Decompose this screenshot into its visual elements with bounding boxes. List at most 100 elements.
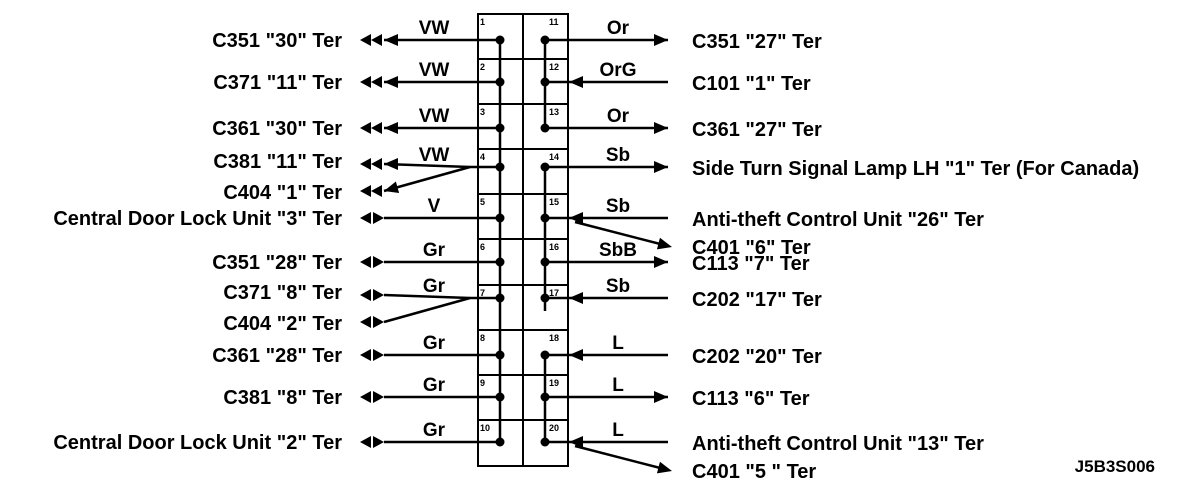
female-terminal-icon <box>373 212 384 224</box>
wire-arrow <box>656 461 672 474</box>
male-terminal-icon <box>360 158 371 170</box>
male-terminal-icon <box>371 158 382 170</box>
terminal-label: C202 "20" Ter <box>692 346 822 368</box>
wire-arrow <box>384 34 398 46</box>
wire-color-label: VW <box>419 18 450 39</box>
pin-number: 11 <box>549 17 559 27</box>
wire-color-label: Gr <box>423 333 446 354</box>
figure-code: J5B3S006 <box>1075 457 1155 476</box>
terminal-label: C202 "17" Ter <box>692 289 822 311</box>
wire-arrow <box>654 34 668 46</box>
wire-color-label: VW <box>419 60 450 81</box>
female-terminal-icon <box>360 316 371 328</box>
terminal-label: C371 "8" Ter <box>223 282 342 304</box>
wire-color-label: Sb <box>606 276 630 297</box>
wire-color-label: Gr <box>423 375 446 396</box>
pin-number: 3 <box>480 107 485 117</box>
terminal-label: C351 "30" Ter <box>212 30 342 52</box>
terminal-label: C351 "27" Ter <box>692 31 822 53</box>
pin-number: 6 <box>480 242 485 252</box>
wire-arrow <box>569 76 583 88</box>
pin-number: 16 <box>549 242 559 252</box>
wire-arrow <box>654 256 668 268</box>
wire-arrow <box>384 122 398 134</box>
wire-color-label: VW <box>419 145 450 166</box>
terminal-label: C401 "5 " Ter <box>692 461 816 483</box>
wire-color-label: Gr <box>423 420 446 441</box>
terminal-label: C113 "7" Ter <box>692 253 810 275</box>
female-terminal-icon <box>360 391 371 403</box>
wire-color-label: OrG <box>600 60 637 81</box>
terminal-label: C381 "11" Ter <box>213 151 342 173</box>
terminal-label: C361 "28" Ter <box>212 345 342 367</box>
wire-arrow <box>384 181 400 194</box>
pin-number: 2 <box>480 62 485 72</box>
wire-color-label: Or <box>607 106 630 127</box>
female-terminal-icon <box>360 289 371 301</box>
terminal-label: C101 "1" Ter <box>692 73 811 95</box>
wire-arrow <box>654 122 668 134</box>
female-terminal-icon <box>373 349 384 361</box>
wire-branch-line <box>574 220 669 248</box>
pin-number: 14 <box>549 152 559 162</box>
wire-color-label: L <box>612 375 624 396</box>
male-terminal-icon <box>360 122 371 134</box>
pin-number: 12 <box>549 62 559 72</box>
wire-color-label: L <box>612 333 624 354</box>
male-terminal-icon <box>360 34 371 46</box>
pin-number: 10 <box>480 423 490 433</box>
wire-color-label: Sb <box>606 196 630 217</box>
pin-number: 17 <box>549 288 559 298</box>
pin-number: 19 <box>549 378 559 388</box>
pin-number: 13 <box>549 107 559 117</box>
terminal-label: Side Turn Signal Lamp LH "1" Ter (For Ca… <box>692 158 1139 180</box>
male-terminal-icon <box>371 122 382 134</box>
wire-line <box>383 293 471 300</box>
wire-branch-line <box>383 296 471 324</box>
connector-block <box>477 13 569 467</box>
terminal-label: C404 "2" Ter <box>223 313 342 335</box>
pin-number: 1 <box>480 17 485 27</box>
wire-arrow <box>654 161 668 173</box>
terminal-label: C361 "27" Ter <box>692 119 822 141</box>
wire-arrow <box>569 436 583 448</box>
terminal-label: Anti-theft Control Unit "13" Ter <box>692 433 984 455</box>
male-terminal-icon <box>371 34 382 46</box>
wire-line <box>383 162 471 169</box>
pin-number: 9 <box>480 378 485 388</box>
wire-branch-line <box>383 165 471 193</box>
wire-color-label: Or <box>607 18 630 39</box>
wire-color-label: L <box>612 420 624 441</box>
female-terminal-icon <box>360 349 371 361</box>
wire-color-label: SbB <box>599 240 637 261</box>
female-terminal-icon <box>373 316 384 328</box>
male-terminal-icon <box>360 185 371 197</box>
wire-arrow <box>654 391 668 403</box>
terminal-label: C113 "6" Ter <box>692 388 810 410</box>
wire-color-label: Gr <box>423 276 446 297</box>
pin-number: 8 <box>480 333 485 343</box>
female-terminal-icon <box>373 256 384 268</box>
wire-color-label: Gr <box>423 240 446 261</box>
pin-number: 7 <box>480 288 485 298</box>
wire-arrow <box>384 76 398 88</box>
terminal-label: Central Door Lock Unit "3" Ter <box>53 208 342 230</box>
terminal-label: C361 "30" Ter <box>212 118 342 140</box>
male-terminal-icon <box>360 76 371 88</box>
pin-number: 4 <box>480 152 485 162</box>
male-terminal-icon <box>371 185 382 197</box>
pin-number: 5 <box>480 197 485 207</box>
wire-branch-line <box>574 444 669 472</box>
terminal-label: C371 "11" Ter <box>213 72 342 94</box>
female-terminal-icon <box>373 391 384 403</box>
terminal-label: C381 "8" Ter <box>223 387 342 409</box>
wire-arrow <box>569 292 583 304</box>
terminal-label: Central Door Lock Unit "2" Ter <box>53 432 342 454</box>
female-terminal-icon <box>360 212 371 224</box>
terminal-label: C401 "6" Ter <box>692 237 811 259</box>
wire-color-label: V <box>428 196 441 217</box>
wire-arrow <box>656 237 672 250</box>
pin-number: 18 <box>549 333 559 343</box>
